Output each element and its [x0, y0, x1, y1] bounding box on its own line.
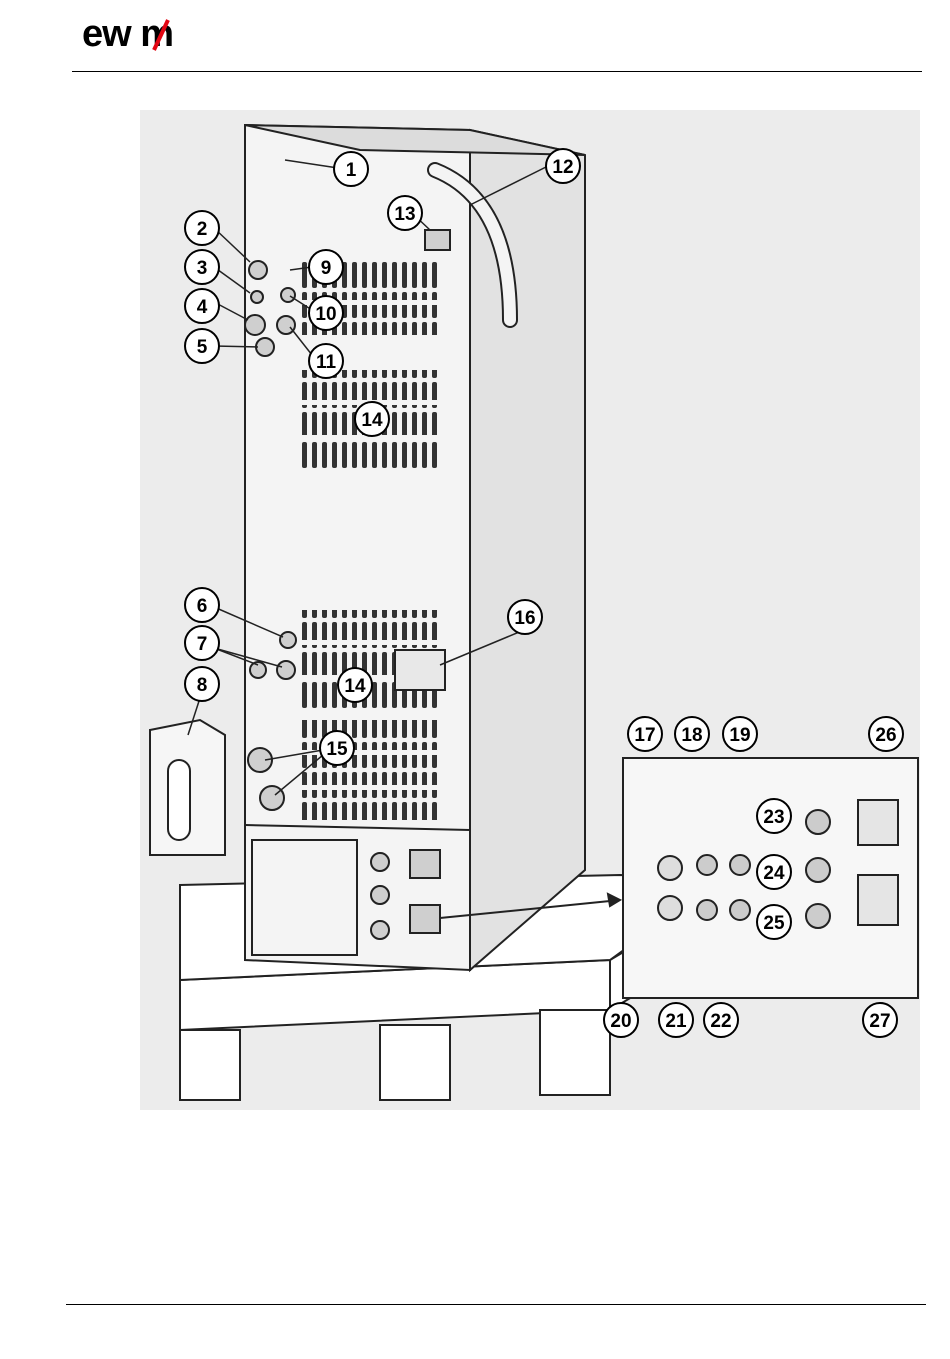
callout-12: 12 [546, 149, 580, 183]
callout-14-top: 14 [355, 402, 389, 436]
callout-23: 23 [757, 799, 791, 833]
svg-text:25: 25 [763, 913, 785, 934]
callout-27: 27 [863, 1003, 897, 1037]
callout-14-bottom: 14 [338, 668, 372, 702]
svg-text:20: 20 [610, 1011, 631, 1032]
callout-17: 17 [628, 717, 662, 751]
svg-text:14: 14 [361, 410, 383, 431]
svg-text:21: 21 [665, 1011, 687, 1032]
svg-text:23: 23 [763, 807, 784, 828]
svg-text:2: 2 [197, 219, 208, 240]
ewm-logo: ew m [82, 14, 212, 54]
svg-text:19: 19 [729, 725, 750, 746]
svg-text:13: 13 [394, 204, 415, 225]
svg-text:17: 17 [634, 725, 655, 746]
callout-20: 20 [604, 1003, 638, 1037]
svg-text:10: 10 [315, 304, 336, 325]
callout-7: 7 [185, 626, 219, 660]
callout-2: 2 [185, 211, 219, 245]
callout-1: 1 [334, 152, 368, 186]
callout-4: 4 [185, 289, 219, 323]
callout-11: 11 [309, 344, 343, 378]
callout-3: 3 [185, 250, 219, 284]
svg-text:5: 5 [197, 337, 208, 358]
svg-text:7: 7 [197, 634, 208, 655]
svg-text:18: 18 [681, 725, 702, 746]
svg-text:4: 4 [197, 297, 208, 318]
callout-26: 26 [869, 717, 903, 751]
svg-text:11: 11 [316, 352, 337, 373]
machine-rear-view-figure: 1 12 13 2 3 9 4 10 5 11 14 6 16 7 14 8 1… [140, 110, 920, 1110]
svg-text:26: 26 [875, 725, 896, 746]
svg-text:1: 1 [346, 160, 357, 181]
callout-18: 18 [675, 717, 709, 751]
svg-text:16: 16 [514, 608, 535, 629]
side-holder [150, 720, 225, 855]
callout-10: 10 [309, 296, 343, 330]
svg-text:15: 15 [326, 739, 348, 760]
callout-8: 8 [185, 667, 219, 701]
header-rule [72, 71, 922, 72]
callout-25: 25 [757, 905, 791, 939]
svg-text:6: 6 [197, 596, 208, 617]
footer-rule [66, 1304, 926, 1305]
svg-text:8: 8 [197, 675, 208, 696]
callout-9: 9 [309, 250, 343, 284]
callout-24: 24 [757, 855, 791, 889]
callout-5: 5 [185, 329, 219, 363]
svg-text:3: 3 [197, 258, 208, 279]
svg-text:14: 14 [344, 676, 366, 697]
svg-text:24: 24 [763, 863, 785, 884]
callout-21: 21 [659, 1003, 693, 1037]
callout-15: 15 [320, 731, 354, 765]
callout-22: 22 [704, 1003, 738, 1037]
callout-19: 19 [723, 717, 757, 751]
svg-text:27: 27 [869, 1011, 890, 1032]
cabinet [245, 125, 585, 970]
callout-6: 6 [185, 588, 219, 622]
svg-text:22: 22 [710, 1011, 731, 1032]
svg-text:9: 9 [321, 258, 332, 279]
callout-16: 16 [508, 600, 542, 634]
callout-13: 13 [388, 196, 422, 230]
svg-text:12: 12 [552, 157, 573, 178]
